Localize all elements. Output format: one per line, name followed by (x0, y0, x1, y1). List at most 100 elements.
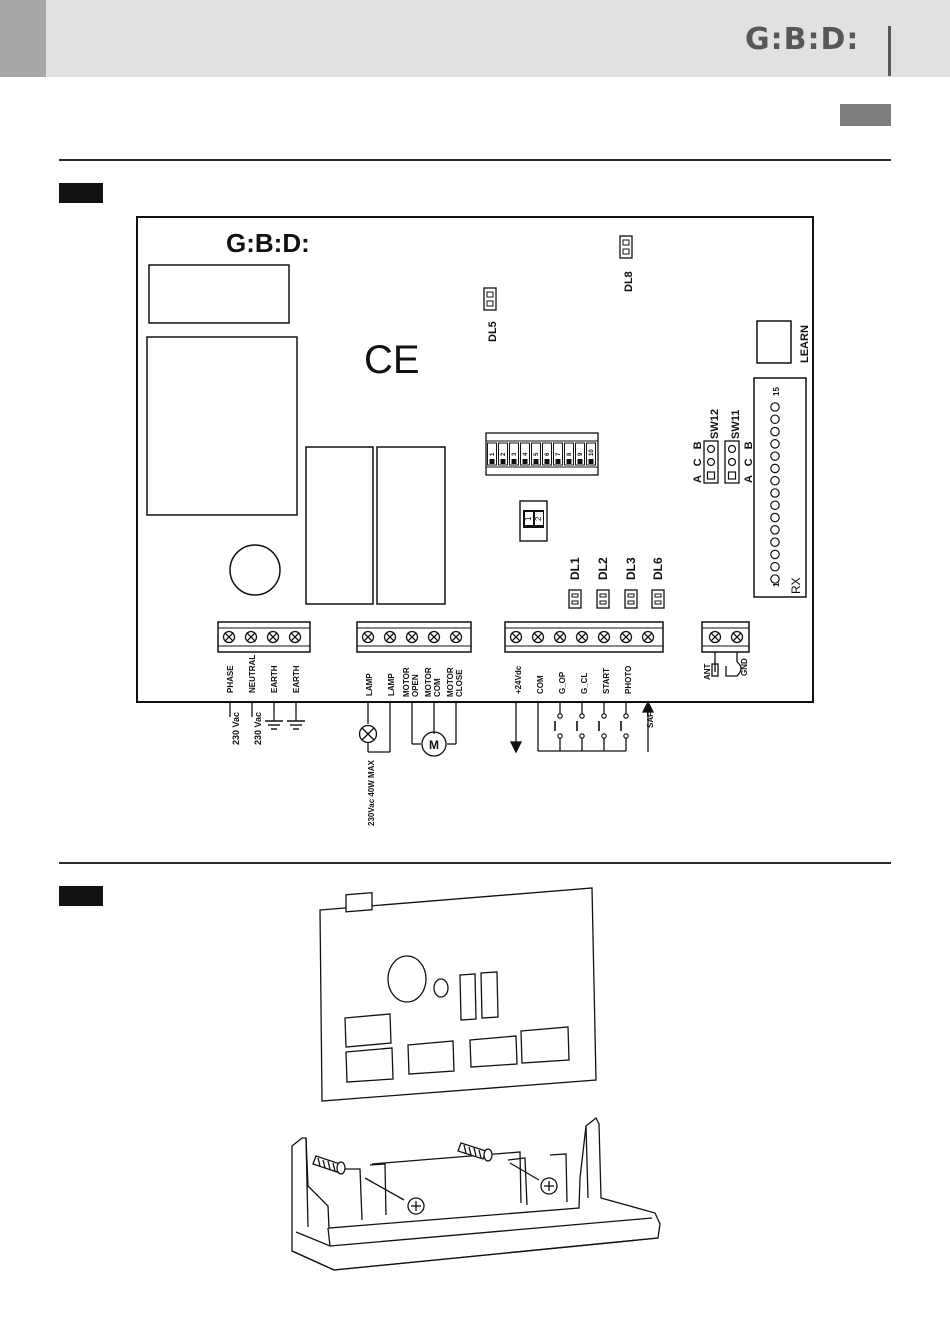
board-chip (346, 893, 372, 912)
push-buttons (555, 714, 628, 738)
dl3-label: DL3 (624, 557, 638, 580)
installation-drawing (292, 888, 660, 1270)
dl6-led (652, 590, 664, 608)
dip-switch-knob-8 (567, 459, 572, 464)
board-relay-1 (460, 974, 476, 1020)
terminal-start: START (602, 668, 611, 694)
motor-symbol: M (429, 738, 439, 752)
dip-switch-knob-5 (534, 459, 539, 464)
terminal-lamp-1: LAMP (365, 673, 374, 696)
rx-pin-2 (771, 563, 779, 571)
g-cl-button (577, 714, 584, 738)
board-block-1 (345, 1014, 391, 1047)
terminal-motor-close-1: MOTOR (446, 667, 455, 697)
board-block-4 (470, 1036, 517, 1067)
dl5-label: DL5 (487, 321, 499, 342)
rx-pin-12 (771, 440, 779, 448)
terminal-phase: PHASE (226, 665, 235, 693)
sw11-header (725, 441, 739, 483)
terminal-saf: SAF (646, 712, 655, 728)
screw-2 (458, 1143, 492, 1161)
dl1-led (569, 590, 581, 608)
terminal-earth-1: EARTH (270, 665, 279, 693)
board-capacitor (388, 956, 426, 1002)
rx-pin-8 (771, 489, 779, 497)
rx-pins (771, 403, 779, 583)
terminal-earth-2: EARTH (292, 665, 301, 693)
terminal-g-op: G_OP (558, 671, 567, 694)
sw11-pins: A C B (743, 438, 755, 483)
terminal-motor-close-2: CLOSE (455, 669, 464, 697)
rx-pin-7 (771, 501, 779, 509)
rx-connector (754, 378, 806, 597)
sw12-header (704, 441, 718, 483)
dl2-led (597, 590, 609, 608)
dip-switch-knob-3 (512, 459, 517, 464)
board-block-5 (521, 1027, 569, 1063)
dip-switch-knob-2 (501, 459, 506, 464)
rx-pin-first: 1 (772, 582, 781, 587)
rx-pin-13 (771, 427, 779, 435)
screw-3 (365, 1178, 424, 1214)
terminal-block-control (505, 622, 663, 652)
learn-label: LEARN (799, 325, 811, 363)
dl8-led (620, 236, 632, 258)
rx-pin-last: 15 (772, 387, 781, 396)
terminal-block-motor (357, 622, 471, 652)
ce-mark: CE (364, 338, 420, 382)
rx-pin-4 (771, 538, 779, 546)
terminal-neutral: NEUTRAL (248, 655, 257, 693)
rx-pin-9 (771, 477, 779, 485)
rx-pin-11 (771, 452, 779, 460)
dip-switch-knob-1 (490, 459, 495, 464)
board-relay-2 (481, 972, 498, 1018)
dip-switch-knob-6 (545, 459, 550, 464)
dl5-led (484, 288, 496, 310)
dip-switch: 12345678910 (486, 433, 598, 475)
board-logo: G:B:D: (226, 228, 310, 258)
dip-switch-knob-10 (589, 459, 594, 464)
dl8-label: DL8 (623, 271, 635, 292)
rx-label: RX (789, 577, 803, 594)
terminal-lamp-2: LAMP (387, 673, 396, 696)
rx-pin-6 (771, 513, 779, 521)
screw-4 (510, 1163, 557, 1194)
dip-switch-knob-4 (523, 459, 528, 464)
dip-switch-knob-7 (556, 459, 561, 464)
control-board: G:B:D: CE DL5 DL8 LEARN 12345678910 1 2 (137, 217, 813, 702)
dip-switch-number-10: 10 (589, 449, 595, 456)
terminal-block-power (218, 622, 310, 652)
terminal-com: COM (536, 675, 545, 694)
terminal-photo: PHOTO (624, 666, 633, 694)
jumper-pin-2: 2 (534, 516, 543, 521)
rx-pin-5 (771, 526, 779, 534)
dl2-label: DL2 (596, 557, 610, 580)
terminal-ant: ANT (703, 663, 712, 680)
dl6-label: DL6 (651, 557, 665, 580)
screw-1 (313, 1156, 345, 1174)
sw12-pins: A C B (692, 438, 704, 483)
board-block-3 (408, 1041, 454, 1074)
terminal-motor-open-1: MOTOR (402, 667, 411, 697)
enclosure-base (292, 1118, 660, 1270)
supply-label-phase: 230 Vac (231, 712, 241, 745)
sw12-label: SW12 (709, 409, 721, 439)
rx-pin-1 (771, 575, 779, 583)
board-block-2 (346, 1048, 393, 1082)
sw11-label: SW11 (730, 410, 742, 439)
dip-switch-knob-9 (578, 459, 583, 464)
terminal-24vdc: +24Vdc (514, 665, 523, 694)
g-op-button (555, 714, 562, 738)
terminal-g-cl: G_CL (580, 673, 589, 694)
lamp-note: 230Vac 40W MAX (367, 760, 376, 826)
jumper-pin-1: 1 (524, 516, 533, 521)
photo-contact (621, 714, 628, 738)
dl3-led (625, 590, 637, 608)
terminal-motor-com-2: COM (433, 678, 442, 697)
terminal-motor-open-2: OPEN (411, 674, 420, 697)
earth-symbols (265, 713, 305, 729)
start-button (599, 714, 606, 738)
rx-pin-15 (771, 403, 779, 411)
terminal-motor-com-1: MOTOR (424, 667, 433, 697)
